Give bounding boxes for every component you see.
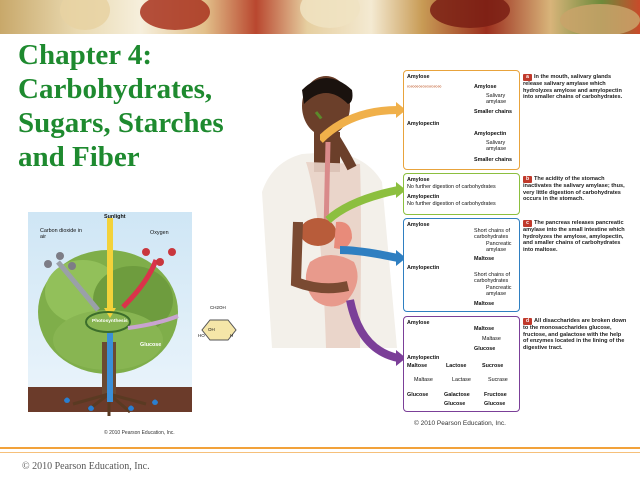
footer-divider (0, 447, 640, 449)
mouth-digestion-box: Amylose ∞∞∞∞∞∞∞∞∞ Amylose Salivary amyla… (403, 70, 520, 170)
amylose-chain-icon: ∞∞∞∞∞∞∞∞∞ (407, 84, 442, 90)
col-maltase-label: Maltase (414, 377, 433, 383)
title-line-2: Carbohydrates, (18, 73, 213, 105)
photosynthesis-figure: Sunlight Carbon dioxide in air Oxygen Ph… (28, 212, 192, 426)
out-fructose-label: Fructose (484, 392, 507, 398)
stomach-digestion-box: Amylose No further digestion of carbohyd… (403, 173, 520, 215)
out-glucose-label-3: Glucose (484, 401, 506, 407)
no-digestion-note-2: No further digestion of carbohydrates (407, 201, 496, 207)
glucose-molecule-icon (201, 319, 237, 341)
pancreatic-amylase-label: Pancreatic amylase (486, 241, 512, 253)
title-line-1: Chapter 4: (18, 39, 152, 71)
col-sucrose-label: Sucrose (482, 363, 504, 369)
maltose-label-2: Maltose (474, 301, 495, 307)
sunlight-label: Sunlight (104, 214, 126, 220)
amylopectin-label: Amylopectin (407, 121, 440, 127)
amylopectin-label-d: Amylopectin (407, 355, 440, 361)
amylose-right-label: Amylose (474, 84, 497, 90)
salivary-amylase-label-2: Salivary amylase (486, 140, 507, 152)
smaller-chains-label-2: Smaller chains (474, 157, 513, 163)
salivary-amylase-label: Salivary amylase (486, 93, 507, 105)
process-arrows (320, 102, 406, 366)
food-banner-image (0, 0, 640, 34)
carbohydrate-digestion-diagram: Amylose ∞∞∞∞∞∞∞∞∞ Amylose Salivary amyla… (395, 70, 627, 424)
maltose-label: Maltose (474, 256, 495, 262)
pancreatic-amylase-label-2: Pancreatic amylase (486, 285, 512, 297)
col-sucrase-label: Sucrase (488, 377, 508, 383)
amylopectin-label-b: Amylopectin (407, 194, 440, 200)
tree-credit: © 2010 Pearson Education, Inc. (104, 430, 175, 436)
footer-copyright: © 2010 Pearson Education, Inc. (22, 461, 150, 472)
no-digestion-note-1: No further digestion of carbohydrates (407, 184, 496, 190)
co2-label: Carbon dioxide in air (40, 228, 82, 240)
col-lactase-label: Lactase (452, 377, 471, 383)
amylopectin-right-label: Amylopectin (474, 131, 507, 137)
ho-label: HO (198, 333, 205, 338)
amylose-label-d: Amylose (407, 320, 430, 326)
amylose-label-c: Amylose (407, 222, 430, 228)
ch2oh-label: CH2OH (210, 305, 226, 310)
tree-illustration (28, 212, 192, 416)
amylopectin-label-c: Amylopectin (407, 265, 440, 271)
smaller-chains-label: Smaller chains (474, 109, 513, 115)
oh-label: OH (208, 327, 215, 332)
out-galactose-label: Galactose (444, 392, 470, 398)
water-label: Water in soil (40, 417, 70, 423)
col-maltose-label: Maltose (407, 363, 428, 369)
out-glucose-label-2: Glucose (444, 401, 466, 407)
short-chains-label-2: Short chains of carbohydrates (474, 272, 510, 284)
glucose-label-d: Glucose (474, 346, 496, 352)
out-glucose-label: Glucose (407, 392, 429, 398)
amylose-label-b: Amylose (407, 177, 430, 183)
col-lactose-label: Lactose (446, 363, 467, 369)
glucose-label: Glucose (140, 342, 162, 348)
slide-title: Chapter 4: Carbohydrates, Sugars, Starch… (18, 38, 268, 174)
note-a-tag: a (523, 74, 532, 81)
short-chains-label: Short chains of carbohydrates (474, 228, 510, 240)
small-intestine-box: Amylose Short chains of carbohydrates Pa… (403, 218, 520, 312)
final-digestion-box: Amylose Maltose Maltase Glucose Amylopec… (403, 316, 520, 412)
footer-divider-thin (0, 452, 640, 453)
h-label: H (230, 333, 234, 338)
note-a-text: In the mouth, salivary glands release sa… (523, 74, 623, 101)
note-b-tag: b (523, 176, 532, 183)
oxygen-label: Oxygen (150, 230, 169, 236)
note-c-tag: c (523, 220, 532, 227)
note-c-text: The pancreas releases pancreatic amylase… (523, 220, 625, 253)
photosynthesis-label: Photosynthesis (92, 319, 128, 324)
note-d-text: All disaccharides are broken down to the… (523, 318, 627, 351)
maltose-label-d: Maltose (474, 326, 495, 332)
note-b-text: The acidity of the stomach inactivates t… (523, 176, 625, 203)
title-line-4: and Fiber (18, 141, 140, 173)
amylose-label: Amylose (407, 74, 430, 80)
title-line-3: Sugars, Starches (18, 107, 224, 139)
maltase-label: Maltase (482, 336, 501, 342)
note-d-tag: d (523, 318, 532, 325)
diagram-credit: © 2010 Pearson Education, Inc. (414, 420, 506, 427)
